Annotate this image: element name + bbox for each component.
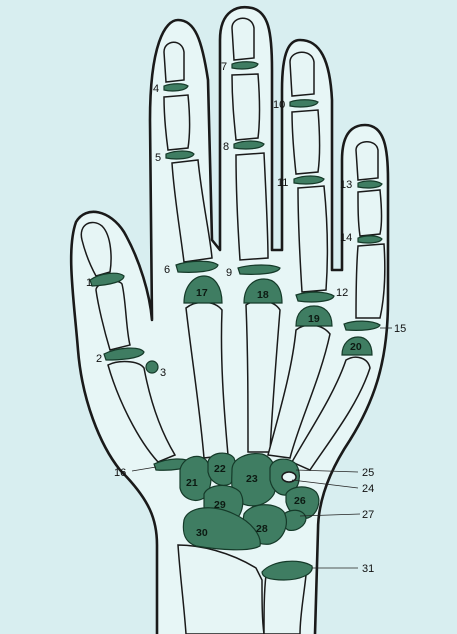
label-12: 12 [336, 287, 348, 299]
label-9: 9 [226, 267, 232, 279]
label-3: 3 [160, 367, 166, 379]
label-22: 22 [214, 463, 226, 475]
label-21: 21 [186, 477, 198, 489]
middle-proximal-phalanx [236, 153, 268, 260]
label-26: 26 [294, 495, 306, 507]
label-23: 23 [246, 473, 258, 485]
label-16: 16 [114, 467, 126, 479]
little-middle-phalanx [358, 190, 382, 236]
index-middle-phalanx [164, 95, 190, 150]
label-5: 5 [155, 152, 161, 164]
label-20: 20 [350, 341, 362, 353]
label-8: 8 [223, 141, 229, 153]
growth-plate-5 [166, 151, 194, 159]
label-25: 25 [362, 467, 374, 479]
label-6: 6 [164, 264, 170, 276]
growth-plate-14 [358, 236, 382, 243]
sesamoid-3 [146, 361, 158, 373]
ring-proximal-phalanx [298, 186, 327, 292]
label-24: 24 [362, 483, 374, 495]
index-distal-phalanx [164, 42, 184, 82]
little-distal-phalanx [356, 142, 378, 180]
middle-middle-phalanx [232, 74, 260, 140]
label-11: 11 [277, 177, 288, 189]
label-4: 4 [153, 83, 159, 95]
label-27: 27 [362, 509, 374, 521]
label-1: 1 [86, 277, 92, 289]
label-31: 31 [362, 563, 374, 575]
label-13: 13 [340, 179, 352, 191]
growth-plate-15 [344, 321, 380, 330]
label-30: 30 [196, 527, 208, 539]
middle-distal-phalanx [232, 18, 254, 60]
growth-plate-11 [294, 176, 324, 184]
label-29: 29 [214, 499, 226, 511]
label-7: 7 [221, 61, 227, 73]
growth-plate-12 [296, 292, 334, 302]
little-proximal-phalanx [356, 244, 385, 318]
ring-distal-phalanx [290, 52, 314, 96]
label-10: 10 [273, 99, 285, 111]
label-2: 2 [96, 353, 102, 365]
growth-plate-8 [234, 141, 264, 149]
label-18: 18 [257, 289, 269, 301]
label-17: 17 [196, 287, 208, 299]
growth-plate-13 [358, 181, 382, 188]
label-14: 14 [340, 232, 352, 244]
label-15: 15 [394, 323, 406, 335]
label-28: 28 [256, 523, 268, 535]
ring-middle-phalanx [292, 110, 320, 174]
label-19: 19 [308, 313, 320, 325]
